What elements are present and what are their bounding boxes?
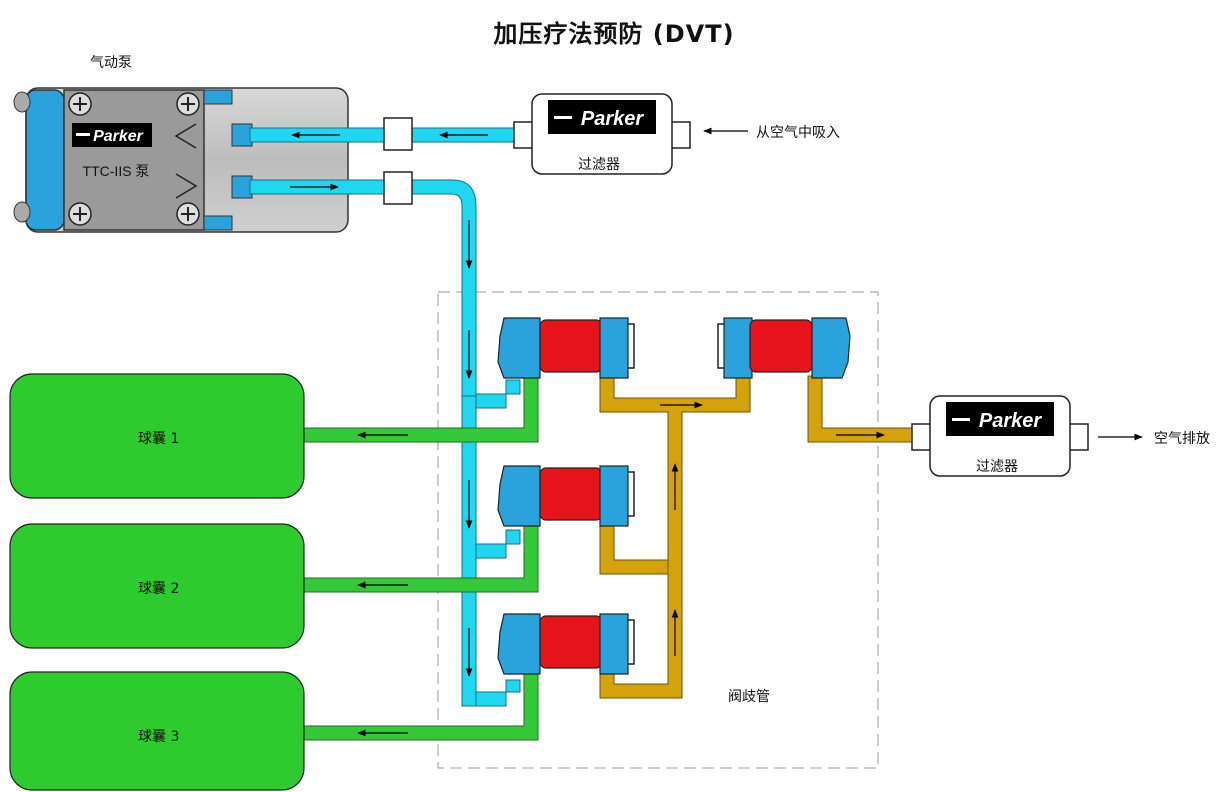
valve xyxy=(717,317,851,379)
bladder-3-label: 球囊 3 xyxy=(138,729,180,745)
manifold-boundary xyxy=(437,291,879,769)
exhaust-note: 空气排放 xyxy=(1154,431,1210,447)
inlet-filter-label: 过滤器 xyxy=(578,157,620,173)
svg-text:Parker: Parker xyxy=(93,128,144,145)
exhaust-lines xyxy=(599,375,921,699)
valve xyxy=(497,465,635,527)
bladder-1-label: 球囊 1 xyxy=(138,431,180,447)
intake-note: 从空气中吸入 xyxy=(756,125,840,141)
parker-logo: Parker xyxy=(946,402,1054,436)
screw-icon xyxy=(68,202,92,226)
outlet-filter-label: 过滤器 xyxy=(976,459,1018,475)
pump-label: TTC-IIS 泵 xyxy=(83,163,150,179)
screw-icon xyxy=(176,202,200,226)
valve xyxy=(497,317,635,379)
valve xyxy=(497,613,635,675)
manifold-label: 阀歧管 xyxy=(728,689,770,705)
diagram-title: 加压疗法预防 (DVT) xyxy=(493,20,735,48)
outlet-filter: Parker xyxy=(911,395,1089,477)
svg-text:Parker: Parker xyxy=(979,410,1042,432)
fitting xyxy=(383,117,413,205)
outlet-chevron-icon xyxy=(175,173,198,199)
parker-logo: Parker xyxy=(72,123,152,147)
screw-icon xyxy=(176,92,200,116)
pump-caption: 气动泵 xyxy=(90,55,132,71)
bladder xyxy=(9,523,305,649)
pump: Parker TTC-IIS 泵 xyxy=(13,87,349,233)
inlet-filter: Parker xyxy=(513,93,691,175)
bladder-2-label: 球囊 2 xyxy=(138,581,180,597)
screw-icon xyxy=(68,92,92,116)
svg-text:Parker: Parker xyxy=(581,108,644,130)
parker-logo: Parker xyxy=(548,100,656,134)
inlet-chevron-icon xyxy=(174,123,197,149)
bladder xyxy=(9,671,305,791)
bladder xyxy=(9,373,305,499)
